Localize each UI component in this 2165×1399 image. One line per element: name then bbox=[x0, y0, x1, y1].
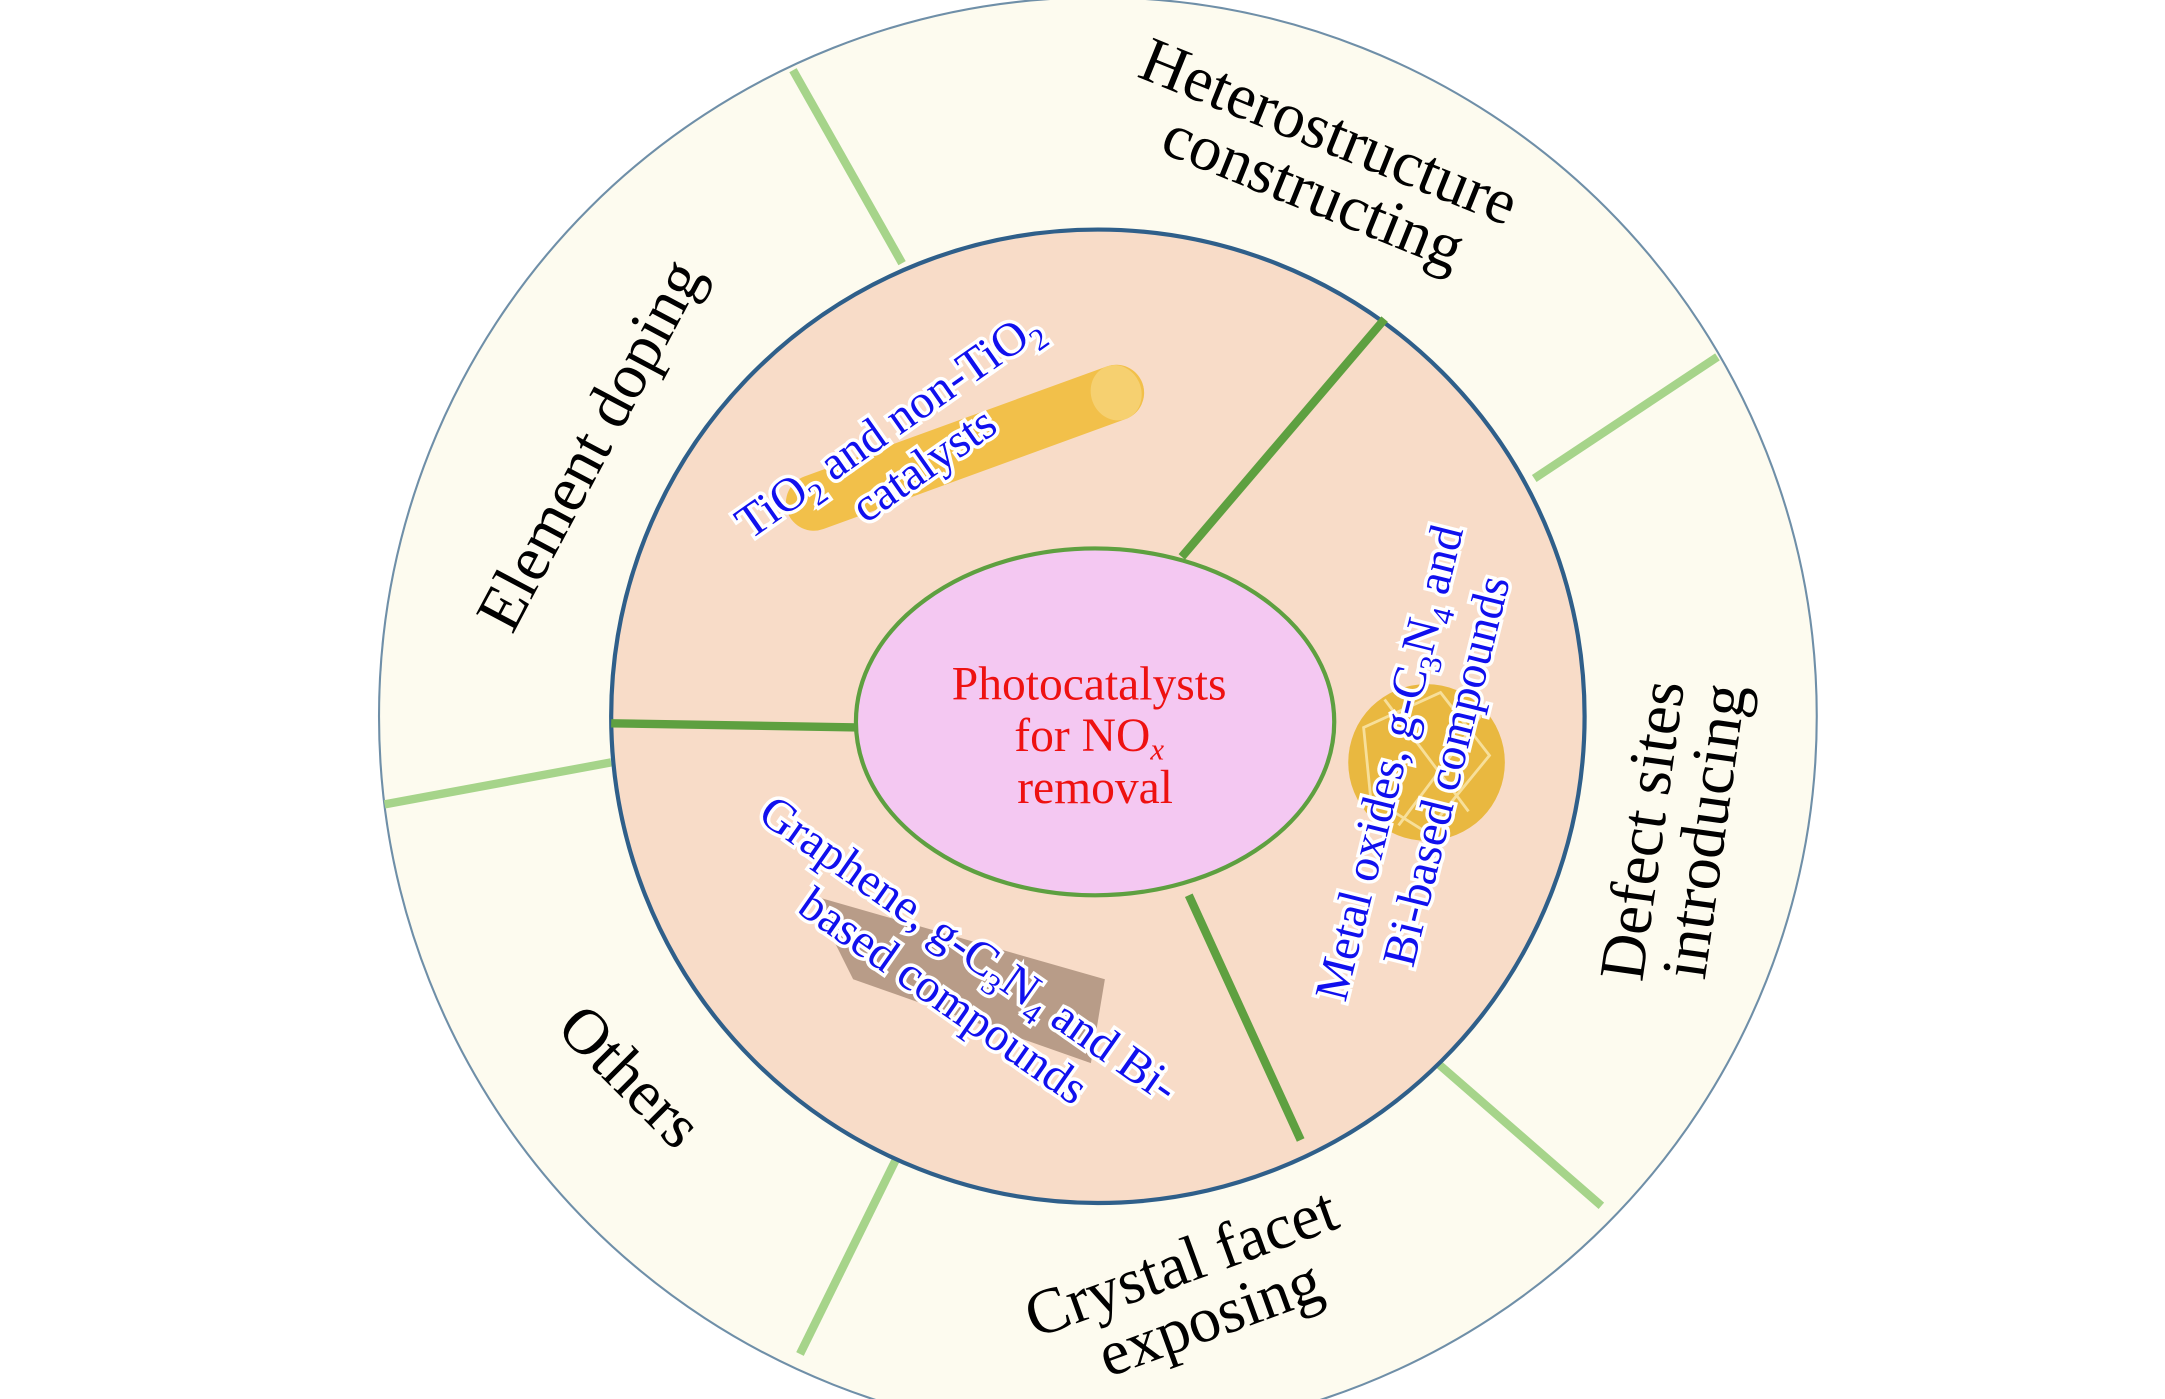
inner-dividers bbox=[611, 316, 1388, 1142]
inner-divider bbox=[1178, 316, 1388, 560]
outer-divider bbox=[1531, 353, 1720, 483]
nanorod-illustration bbox=[785, 364, 1145, 531]
inner-divider bbox=[1184, 893, 1305, 1142]
outer-dividers bbox=[383, 68, 1720, 1356]
center-title: Photocatalysts for NOx removal bbox=[952, 659, 1239, 814]
center-line-1: Photocatalysts bbox=[952, 659, 1227, 711]
outer-divider bbox=[1426, 1052, 1605, 1209]
outer-divider bbox=[383, 758, 612, 809]
center-line-2-subscript: x bbox=[1149, 733, 1164, 767]
center-ellipse bbox=[853, 546, 1337, 898]
center-line-3: removal bbox=[1017, 762, 1173, 814]
inner-divider bbox=[611, 719, 858, 732]
nanosheet-illustration bbox=[811, 895, 1105, 1064]
outer-divider bbox=[789, 68, 906, 266]
center-line-2-text: for NO bbox=[1014, 710, 1150, 762]
center-line-2: for NOx bbox=[1014, 710, 1164, 766]
outer-divider bbox=[796, 1145, 906, 1356]
nanosphere-illustration bbox=[1348, 684, 1505, 841]
